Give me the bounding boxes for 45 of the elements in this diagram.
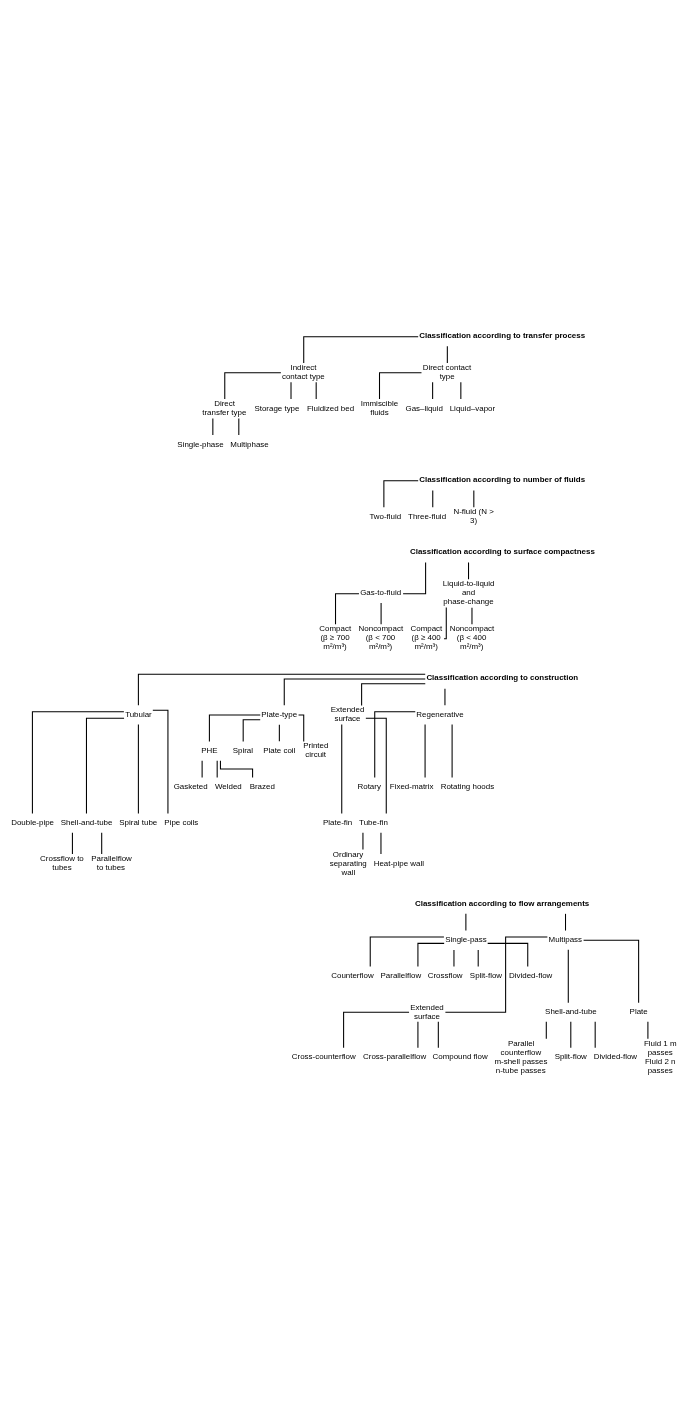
connector [383, 480, 419, 508]
connector [152, 709, 169, 814]
connector [137, 673, 426, 706]
connector [31, 711, 125, 814]
connector [315, 381, 317, 400]
connector [341, 724, 343, 815]
connector [446, 345, 448, 364]
connector [477, 949, 479, 968]
connector [583, 939, 640, 1004]
connector [242, 719, 261, 743]
connector [570, 1021, 572, 1049]
connector [465, 913, 467, 932]
connector [594, 1021, 596, 1049]
connector [283, 678, 426, 706]
connector [238, 417, 240, 436]
connector [85, 717, 125, 814]
connector [567, 949, 569, 1004]
connector [208, 714, 261, 742]
connector [378, 372, 422, 400]
connector [417, 942, 445, 968]
connector [460, 381, 462, 400]
connector [432, 489, 434, 508]
connector [473, 489, 475, 508]
connector [545, 1021, 547, 1040]
connector [298, 714, 305, 742]
connector [402, 562, 427, 595]
connector [468, 561, 470, 580]
connector [361, 683, 426, 706]
connector [432, 381, 434, 400]
connector [443, 606, 447, 640]
connector [437, 1021, 439, 1049]
connector [365, 717, 387, 814]
connector [212, 417, 214, 436]
connector [303, 336, 419, 364]
connector [487, 942, 529, 968]
connector [369, 936, 445, 968]
connector [374, 711, 416, 778]
connector [335, 593, 360, 625]
connector [564, 913, 567, 932]
connector [444, 936, 548, 1013]
connector [224, 372, 282, 400]
connector [101, 832, 103, 855]
connector [71, 832, 73, 855]
connector [137, 724, 139, 815]
connector [343, 1011, 410, 1049]
